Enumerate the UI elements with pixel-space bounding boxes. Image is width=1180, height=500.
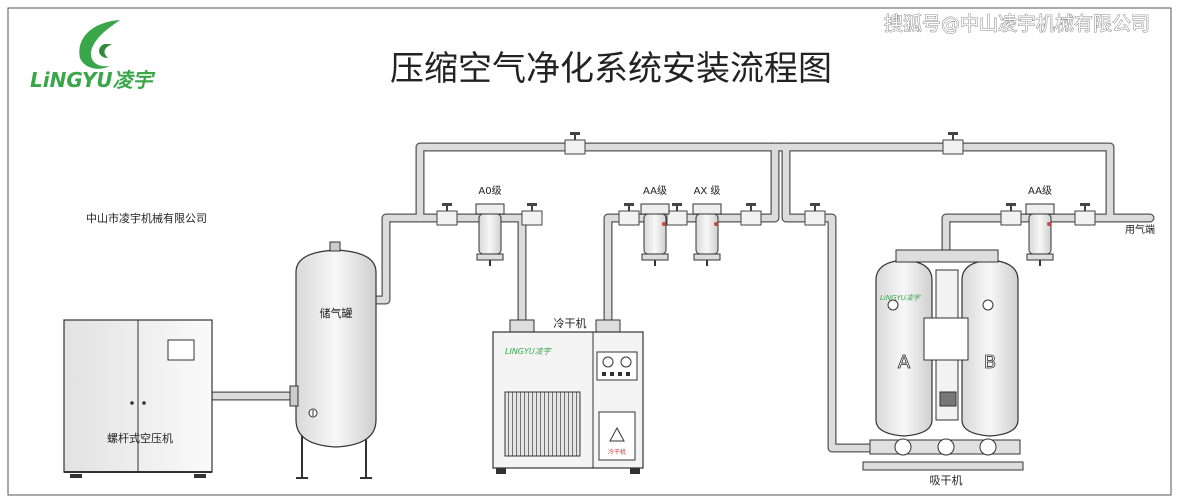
ball-valve [1000,203,1022,226]
valves [436,132,1096,226]
ball-valve [521,203,543,226]
adsorption-dryer: LiNGYU凌宇 A B 吸干机 [862,249,1024,487]
filter-a0: A0级 [475,185,505,266]
filter-aa-2: AA级 [1025,185,1055,266]
ball-valve [740,203,762,226]
dryer-label: 冷干机 [554,316,587,330]
filter-label: A0级 [478,185,501,197]
gauge-icon [602,356,614,368]
filter-label: AA级 [1028,185,1052,197]
ball-valve [564,132,586,155]
dryer-condenser-grille [504,391,581,457]
tower-b-label: B [984,352,996,373]
logo-text: LiNGYU凌宇 [30,68,156,92]
logo: LiNGYU凌宇 [30,20,156,92]
compressor-display [167,339,195,361]
ball-valve [1074,203,1096,226]
diagram-frame [7,7,1172,496]
gauge-icon [620,356,632,368]
logo-mark [79,20,120,69]
warning-icon [609,426,625,442]
page-title: 压缩空气净化系统安装流程图 [390,49,832,89]
filter-label: AA级 [643,185,667,197]
tank-label: 储气罐 [320,306,353,320]
tower-a-label: A [898,352,911,373]
gauge-icon [887,299,899,311]
refrigerated-dryer: LINGYU凌宇 冷干机 冷干机 [492,316,644,474]
ball-valve [618,203,640,226]
filter-aa-1: AA级 [640,185,670,266]
screw-compressor: 螺杆式空压机 [63,319,213,478]
filters: A0级 AA级 AX 级 AA级 [475,185,1055,266]
dryer-panel-mark: 冷干机 [608,448,626,456]
filter-ax: AX 级 [692,185,722,266]
gauge-icon [982,299,994,311]
outlet-label: 用气端 [1125,223,1155,236]
filter-label: AX 级 [694,185,721,197]
watermark: 搜狐号@中山凌宇机械有限公司 [884,13,1150,35]
compressor-label: 螺杆式空压机 [107,431,173,445]
air-tank: 储气罐 [289,241,377,479]
ball-valve [666,203,688,226]
company-label: 中山市凌宇机械有限公司 [86,211,207,225]
ball-valve [436,203,458,226]
ball-valve [942,132,964,155]
dryer-logo: LINGYU凌宇 [505,347,552,356]
ball-valve [804,203,826,226]
logo-swirl [99,44,112,58]
adsorption-logo: LiNGYU凌宇 [880,294,921,302]
pipework [208,142,1155,453]
adsorption-dryer-label: 吸干机 [930,473,963,487]
